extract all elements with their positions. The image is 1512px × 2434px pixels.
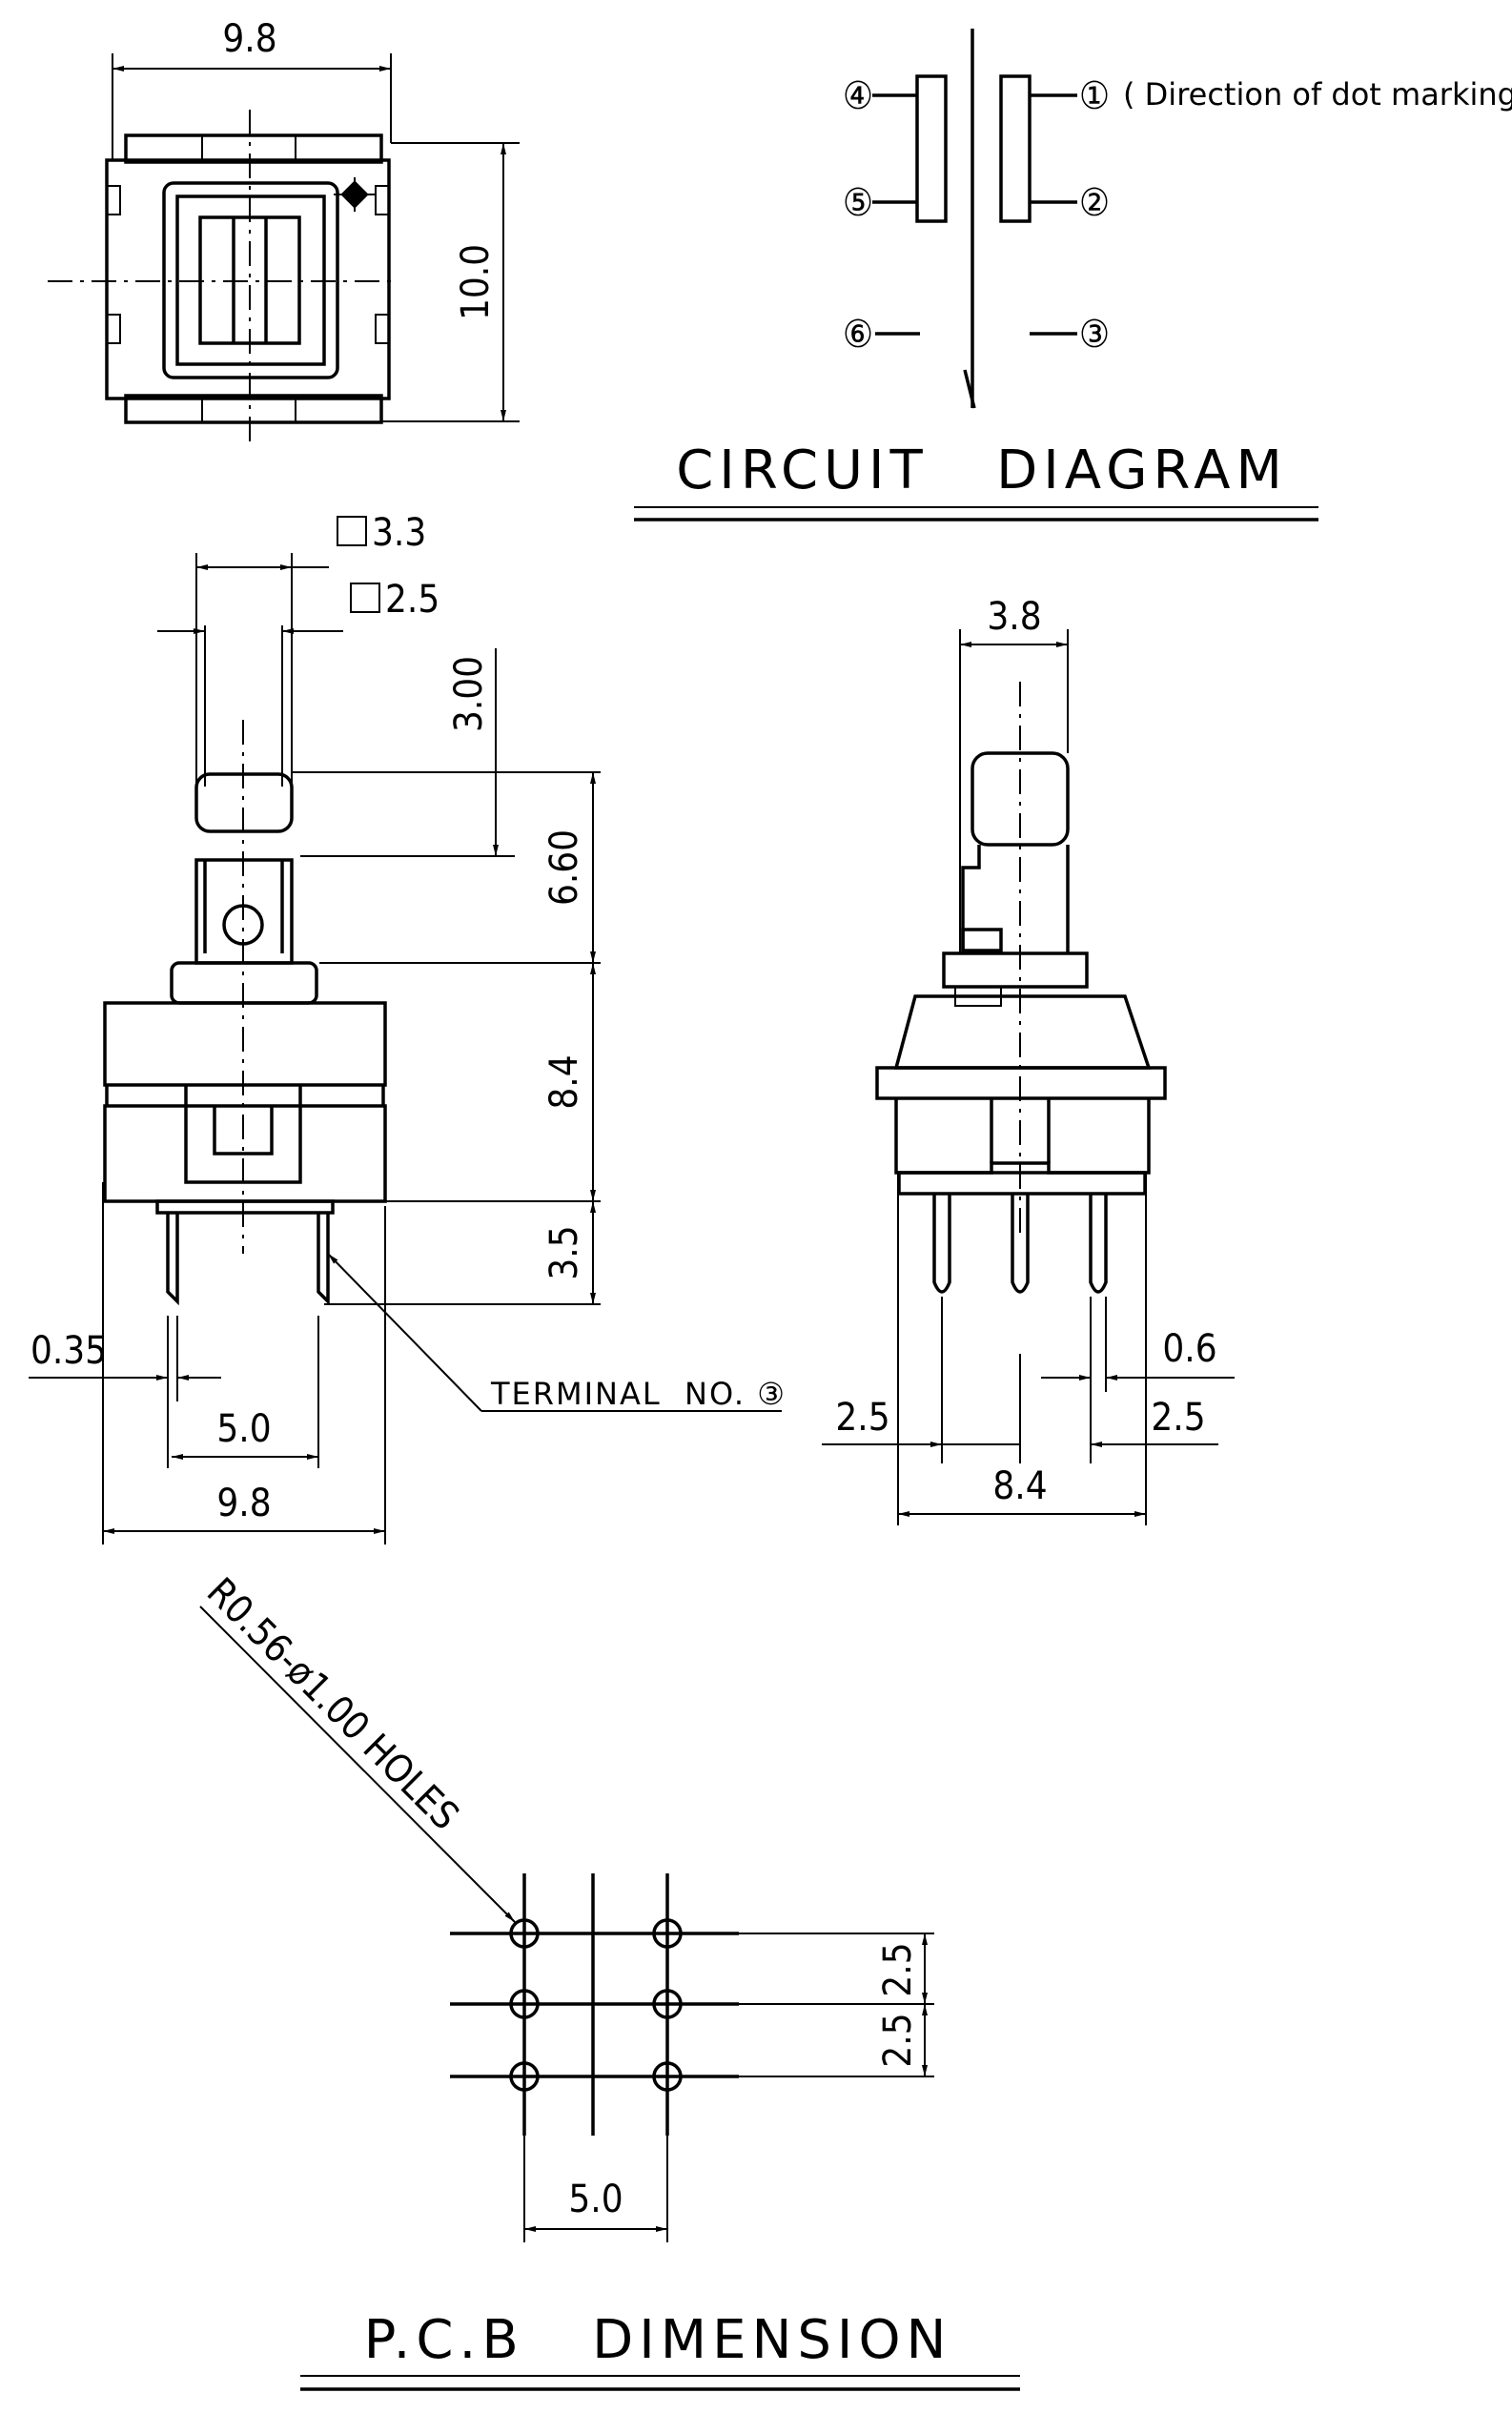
terminal-5-label: ⑤ — [843, 181, 873, 225]
knob-width-38-dimension: 3.8 — [987, 595, 1041, 639]
terminal-1-label: ① — [1079, 74, 1110, 118]
pcb-pitch-v1-dimension: 2.5 — [876, 1942, 920, 1996]
front-width-98-dimension: 9.8 — [216, 1482, 271, 1525]
top-height-dimension: 10.0 — [454, 244, 498, 320]
side-pitch-left-25-dimension: 2.5 — [835, 1396, 889, 1440]
side-width-84-dimension: 8.4 — [992, 1464, 1047, 1508]
pcb-hole — [509, 1989, 540, 2019]
terminal-2-label: ② — [1079, 181, 1110, 225]
side-pin-width-06-dimension: 0.6 — [1162, 1327, 1216, 1371]
pcb-hole — [509, 1918, 540, 1949]
square-33-dimension: 3.3 — [372, 511, 426, 555]
height-84-dimension: 8.4 — [542, 1054, 586, 1109]
pcb-pitch-v2-dimension: 2.5 — [876, 2013, 920, 2067]
terminal-4-label: ④ — [843, 74, 873, 118]
height-35-dimension: 3.5 — [542, 1225, 586, 1279]
terminal-3-note: TERMINAL NO. ③ — [490, 1376, 787, 1412]
pitch-50-dimension: 5.0 — [216, 1407, 271, 1451]
switch-top-body — [105, 133, 391, 424]
terminal-3-label: ③ — [1079, 313, 1110, 357]
height-660-dimension: 6.60 — [542, 829, 586, 906]
switch-front-body — [103, 772, 387, 1306]
pin-width-035-dimension: 0.35 — [31, 1329, 107, 1373]
terminal-6-label: ⑥ — [843, 313, 873, 357]
stroke-300-dimension: 3.00 — [447, 656, 491, 732]
top-width-dimension: 9.8 — [222, 17, 276, 61]
front-view: 3.3 2.5 3.00 6.60 8.4 3.5 — [29, 511, 787, 1544]
circuit-diagram-title: CIRCUIT DIAGRAM — [676, 440, 1288, 501]
pcb-holes-note: R0.56-ø1.00 HOLES — [198, 1570, 467, 1839]
circuit-diagram: ④ ⑤ ⑥ ① ② ③ ( Direction of dot marking )… — [634, 29, 1512, 522]
side-view: 3.8 0.6 2.5 2.5 — [822, 595, 1235, 1525]
top-view: 9.8 10.0 — [48, 17, 520, 448]
dot-marking-note: ( Direction of dot marking ) — [1123, 76, 1512, 112]
pcb-hole — [509, 2061, 540, 2092]
pcb-dimension-title: P.C.B DIMENSION — [364, 2309, 952, 2371]
pcb-dimension: R0.56-ø1.00 HOLES 2.5 2.5 5.0 P.C.B DIME… — [198, 1570, 1020, 2391]
pcb-pitch-h-dimension: 5.0 — [568, 2178, 623, 2221]
square-25-dimension: 2.5 — [385, 578, 439, 622]
side-pitch-right-25-dimension: 2.5 — [1151, 1396, 1205, 1440]
